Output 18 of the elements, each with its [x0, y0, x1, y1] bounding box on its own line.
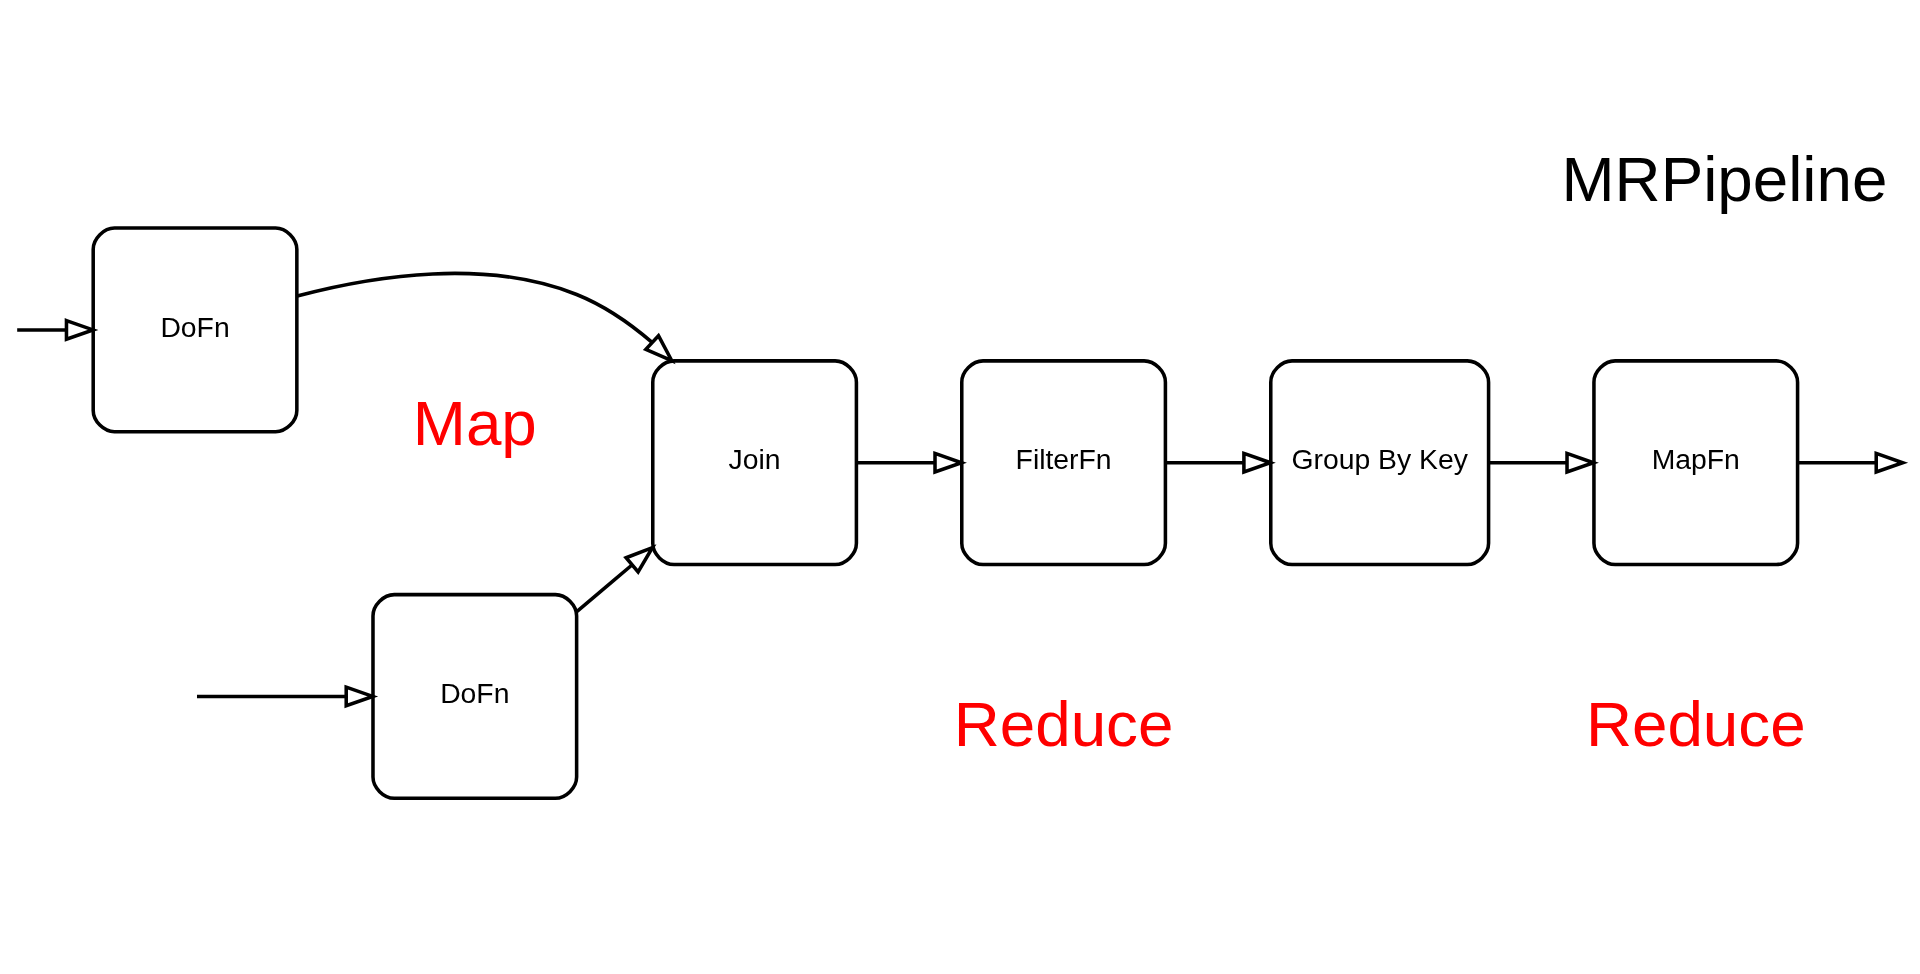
arrow: [197, 684, 379, 708]
node-box: FilterFn: [960, 358, 1168, 566]
arrow: [857, 450, 967, 474]
node-box: Join: [651, 358, 859, 566]
node-box: Group By Key: [1269, 358, 1491, 566]
node-box: DoFn: [371, 592, 579, 800]
arrow: [1489, 450, 1599, 474]
node-box: MapFn: [1592, 358, 1800, 566]
arrow: [1166, 450, 1276, 474]
label: Reduce: [1585, 687, 1806, 760]
diagram-title: MRPipeline: [1561, 142, 1888, 215]
arrow: [1797, 450, 1909, 474]
arrow: [575, 543, 657, 613]
arrow: [296, 271, 676, 364]
label: Map: [412, 386, 537, 459]
node-box: DoFn: [91, 225, 299, 433]
label: Reduce: [953, 687, 1174, 760]
arrow: [17, 317, 99, 342]
